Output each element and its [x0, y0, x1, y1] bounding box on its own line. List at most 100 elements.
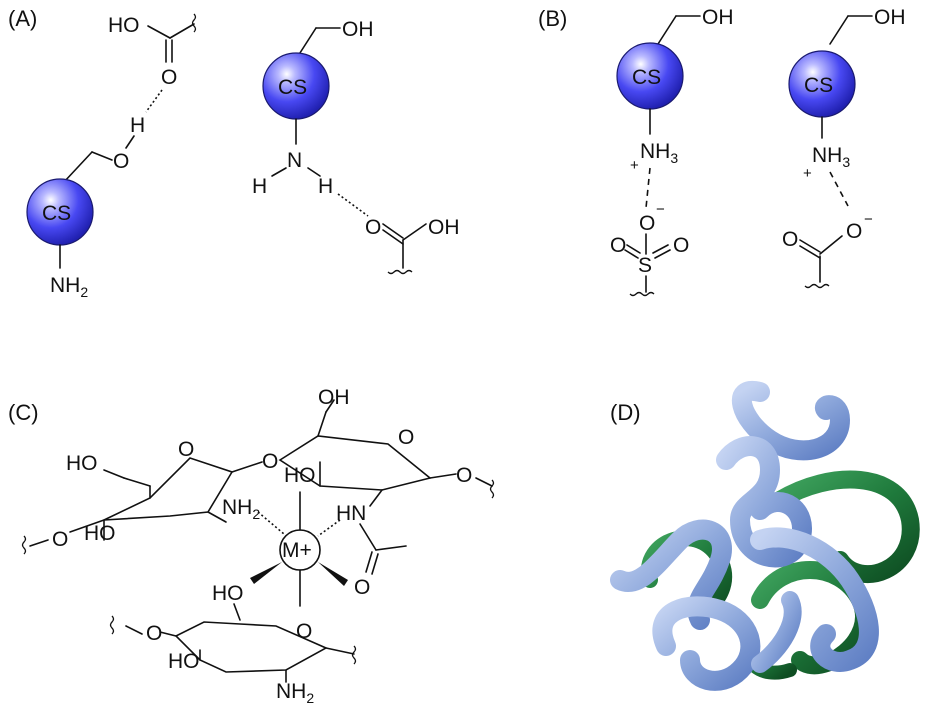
atom-o: O — [610, 234, 626, 257]
atom-nh2-n: N — [222, 496, 237, 519]
atom-nh: NH2 — [50, 274, 88, 300]
panel-a-label: (A) — [8, 6, 37, 31]
atom-ho: HO — [84, 522, 116, 545]
glucosamine-ring-lower: HO O O HO NH2 — [109, 582, 357, 706]
chitosan-strand — [652, 596, 761, 691]
glucosamine-ring-upper-left: HO O HO O NH2 — [21, 438, 263, 555]
chitosan-strand — [716, 436, 812, 568]
atom-nh3-n: N — [640, 140, 655, 163]
atom-o: O — [365, 216, 381, 239]
atom-n: N — [287, 149, 302, 172]
atom-h: H — [130, 114, 145, 137]
atom-nh-h: H — [65, 274, 80, 297]
ionic-interaction — [645, 167, 651, 209]
atom-ho: HO — [66, 452, 98, 475]
hydrogen-bond — [145, 89, 163, 113]
atom-o: O — [354, 576, 370, 599]
panel-b-label: (B) — [538, 6, 567, 31]
wavy-bond — [387, 269, 413, 275]
atom-oh: OH — [318, 386, 350, 409]
atom-h: H — [252, 175, 267, 198]
chitosan-strand — [750, 527, 879, 672]
metal-ion-label: M+ — [282, 539, 312, 562]
wavy-bond — [804, 283, 830, 289]
panel-c: (C) HO O HO O NH2 O OH O — [8, 386, 495, 706]
atom-nh3: NH3 — [640, 140, 678, 166]
hydrogen-bond — [337, 193, 369, 217]
atom-nh-n: N — [50, 274, 65, 297]
atom-o: O — [161, 66, 177, 89]
carboxyl-group-bottom: O OH — [365, 216, 460, 275]
chitosan-strand — [610, 519, 732, 630]
wavy-bond — [109, 615, 115, 635]
negative-charge: − — [656, 201, 665, 218]
carboxylate-group: O O − — [782, 211, 873, 289]
atom-nh3-h: H — [655, 140, 670, 163]
subscript-3: 3 — [670, 150, 678, 166]
atom-s: S — [638, 254, 652, 277]
cs-label: CS — [804, 74, 833, 97]
atom-o: O — [262, 450, 278, 473]
coordination-bond — [257, 511, 285, 535]
chitosan-strand — [751, 591, 802, 673]
cs-label: CS — [632, 66, 661, 89]
wavy-bond — [21, 535, 27, 555]
wedge-bond — [318, 562, 348, 586]
atom-o: O — [398, 426, 414, 449]
atom-oh: OH — [702, 6, 734, 29]
atom-nh2: NH2 — [222, 496, 260, 522]
wavy-bond — [351, 645, 357, 665]
cs-label: CS — [278, 76, 307, 99]
atom-oh: OH — [342, 18, 374, 41]
panel-b: (B) OH CS NH3 + O − O O S OH — [538, 6, 906, 297]
atom-nh2: NH2 — [276, 680, 314, 706]
atom-nh3-n: N — [812, 144, 827, 167]
atom-oh: OH — [874, 6, 906, 29]
subscript-2: 2 — [80, 284, 88, 300]
atom-o: O — [846, 220, 862, 243]
panel-c-label: (C) — [8, 400, 39, 425]
cs-sphere: CS — [262, 52, 330, 120]
wavy-bond — [629, 291, 655, 297]
atom-oh: OH — [428, 216, 460, 239]
atom-o: O — [639, 212, 655, 235]
chitosan-strand — [732, 380, 850, 461]
cs-label: CS — [42, 202, 71, 225]
sulfate-group: O O S — [610, 234, 689, 297]
subscript-3: 3 — [842, 154, 850, 170]
ionic-interaction — [829, 171, 849, 207]
atom-nh2-h: H — [237, 496, 252, 519]
atom-ho: HO — [212, 582, 244, 605]
positive-charge: + — [630, 157, 639, 174]
atom-nh: HN — [336, 502, 366, 525]
coiled-polymer-network — [610, 380, 920, 691]
panel-d-label: (D) — [610, 400, 641, 425]
atom-nh3-h: H — [827, 144, 842, 167]
subscript-2: 2 — [306, 690, 314, 706]
atom-o: O — [52, 528, 68, 551]
carboxyl-group-top: HO O — [108, 13, 197, 89]
cs-sphere: CS — [788, 50, 856, 118]
wavy-bond — [489, 479, 495, 499]
atom-nh-h: H — [336, 502, 351, 525]
cs-sphere: CS — [616, 42, 684, 110]
atom-h: H — [318, 175, 333, 198]
atom-ho: HO — [168, 650, 200, 673]
metal-center: M+ — [250, 491, 348, 607]
wedge-bond — [250, 562, 282, 584]
atom-o: O — [673, 234, 689, 257]
atom-nh3: NH3 — [812, 144, 850, 170]
panel-d: (D) — [610, 380, 920, 691]
subscript-2: 2 — [252, 506, 260, 522]
atom-ho: HO — [108, 14, 140, 37]
atom-o: O — [782, 228, 798, 251]
panel-a: (A) HO O H O CS NH2 OH CS — [8, 6, 460, 300]
atom-nh2-n: N — [276, 680, 291, 703]
atom-ho: HO — [284, 464, 316, 487]
cs-sphere: CS — [26, 178, 94, 246]
atom-o: O — [456, 464, 472, 487]
acetylglucosamine-ring-upper-right: OH O HO O HN O — [278, 386, 495, 599]
atom-o: O — [146, 622, 162, 645]
atom-o: O — [296, 620, 312, 643]
